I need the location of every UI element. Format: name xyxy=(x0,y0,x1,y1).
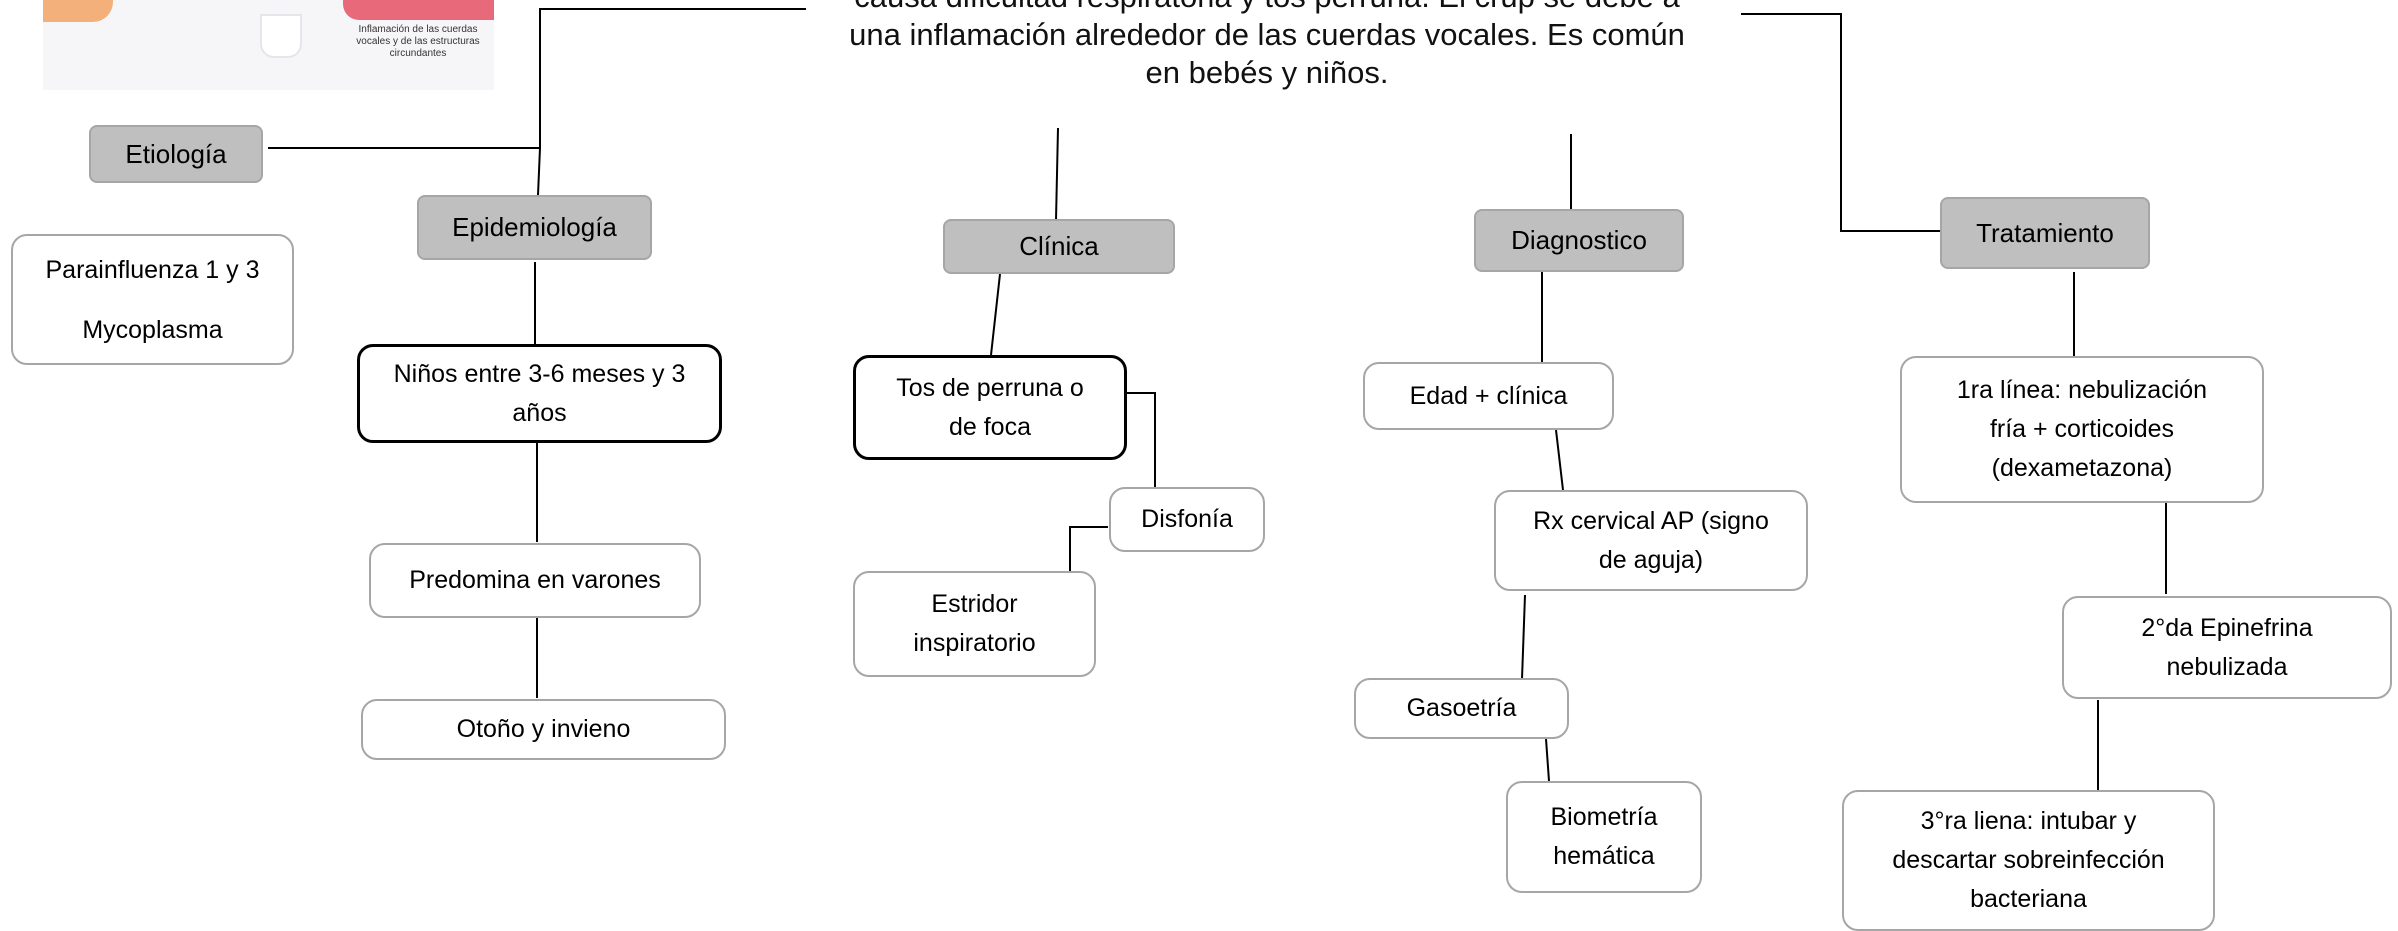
diag-rx-box: Rx cervical AP (signo de aguja) xyxy=(1494,490,1808,591)
connector-tos-disfonia xyxy=(1127,392,1185,491)
connector-clinica-tos xyxy=(990,273,1001,356)
clinica-disfonia-box: Disfonía xyxy=(1109,487,1265,552)
trat-tercera-line-3: bacteriana xyxy=(1970,885,2087,913)
connector-disfonia-estridor xyxy=(1031,526,1108,573)
definition-text: causa dificultad respiratoria y tos perr… xyxy=(812,0,1722,92)
connector-gaso-bio xyxy=(1545,738,1550,782)
definition-line-3: en bebés y niños. xyxy=(1145,55,1389,90)
trat-tercera-box: 3°ra liena: intubar y descartar sobreinf… xyxy=(1842,790,2215,931)
definition-line-2: una inflamación alrededor de las cuerdas… xyxy=(849,17,1685,52)
diag-rx-line-1: Rx cervical AP (signo xyxy=(1533,506,1769,535)
diag-gasometria-box: Gasoetría xyxy=(1354,678,1569,739)
clinica-tos-line-2: de foca xyxy=(948,412,1031,441)
trat-segunda-line-2: nebulizada xyxy=(2166,652,2288,681)
trat-primera-line-3: (dexametazona) xyxy=(1991,454,2173,482)
epi-edad-line-2: años xyxy=(512,398,567,427)
diag-biometria-box: Biometría hemática xyxy=(1506,781,1702,893)
illustration-caption: Inflamación de las cuerdas vocales y de … xyxy=(356,24,480,59)
diag-rx-line-2: de aguja) xyxy=(1598,545,1704,574)
clinica-estridor-line-2: inspiratorio xyxy=(913,629,1036,657)
epi-sexo-box: Predomina en varones xyxy=(369,543,701,618)
trat-primera-box: 1ra línea: nebulización fría + corticoid… xyxy=(1900,356,2264,503)
epi-edad-line-1: Niños entre 3-6 meses y 3 xyxy=(393,359,686,388)
clinica-tos-box: Tos de perruna o de foca xyxy=(853,355,1127,460)
header-clinica: Clínica xyxy=(943,219,1175,274)
connector-rx-gaso xyxy=(1521,594,1526,680)
trat-tercera-line-1: 3°ra liena: intubar y xyxy=(1920,807,2137,835)
croup-illustration: Inflamación de las cuerdas vocales y de … xyxy=(43,0,494,90)
illustration-vocal-cords-image xyxy=(343,0,494,20)
trat-segunda-line-1: 2°da Epinefrina xyxy=(2141,613,2313,642)
diag-biometria-line-1: Biometría xyxy=(1550,803,1658,831)
etiologia-item-parainfluenza: Parainfluenza 1 y 3 xyxy=(45,255,260,284)
diag-edad-box: Edad + clínica xyxy=(1363,362,1614,430)
epi-estacion-box: Otoño y invieno xyxy=(361,699,726,760)
connector-top-tratamiento xyxy=(1741,13,1942,232)
illustration-trachea-shape xyxy=(260,14,302,58)
trat-segunda-box: 2°da Epinefrina nebulizada xyxy=(2062,596,2392,699)
diag-biometria-line-2: hemática xyxy=(1553,842,1655,870)
clinica-estridor-box: Estridor inspiratorio xyxy=(853,571,1096,677)
header-tratamiento: Tratamiento xyxy=(1940,197,2150,269)
etiologia-item-mycoplasma: Mycoplasma xyxy=(82,315,223,344)
etiologia-agents-box: Parainfluenza 1 y 3 Mycoplasma xyxy=(11,234,294,365)
trat-primera-line-1: 1ra línea: nebulización xyxy=(1956,376,2208,404)
clinica-estridor-line-1: Estridor xyxy=(931,590,1018,618)
trat-tercera-line-2: descartar sobreinfección xyxy=(1892,846,2165,874)
connector-top-left xyxy=(537,8,806,196)
header-epidemiologia: Epidemiología xyxy=(417,195,652,260)
connector-top-clinica xyxy=(1055,127,1059,221)
header-etiologia: Etiología xyxy=(89,125,263,183)
header-diagnostico: Diagnostico xyxy=(1474,209,1684,272)
connector-edad-rx xyxy=(1555,429,1564,491)
illustration-skin-shape xyxy=(43,0,113,22)
clinica-tos-line-1: Tos de perruna o xyxy=(896,373,1084,402)
trat-primera-line-2: fría + corticoides xyxy=(1989,415,2175,443)
epi-edad-box: Niños entre 3-6 meses y 3 años xyxy=(357,344,722,443)
definition-line-1: causa dificultad respiratoria y tos perr… xyxy=(812,0,1722,16)
